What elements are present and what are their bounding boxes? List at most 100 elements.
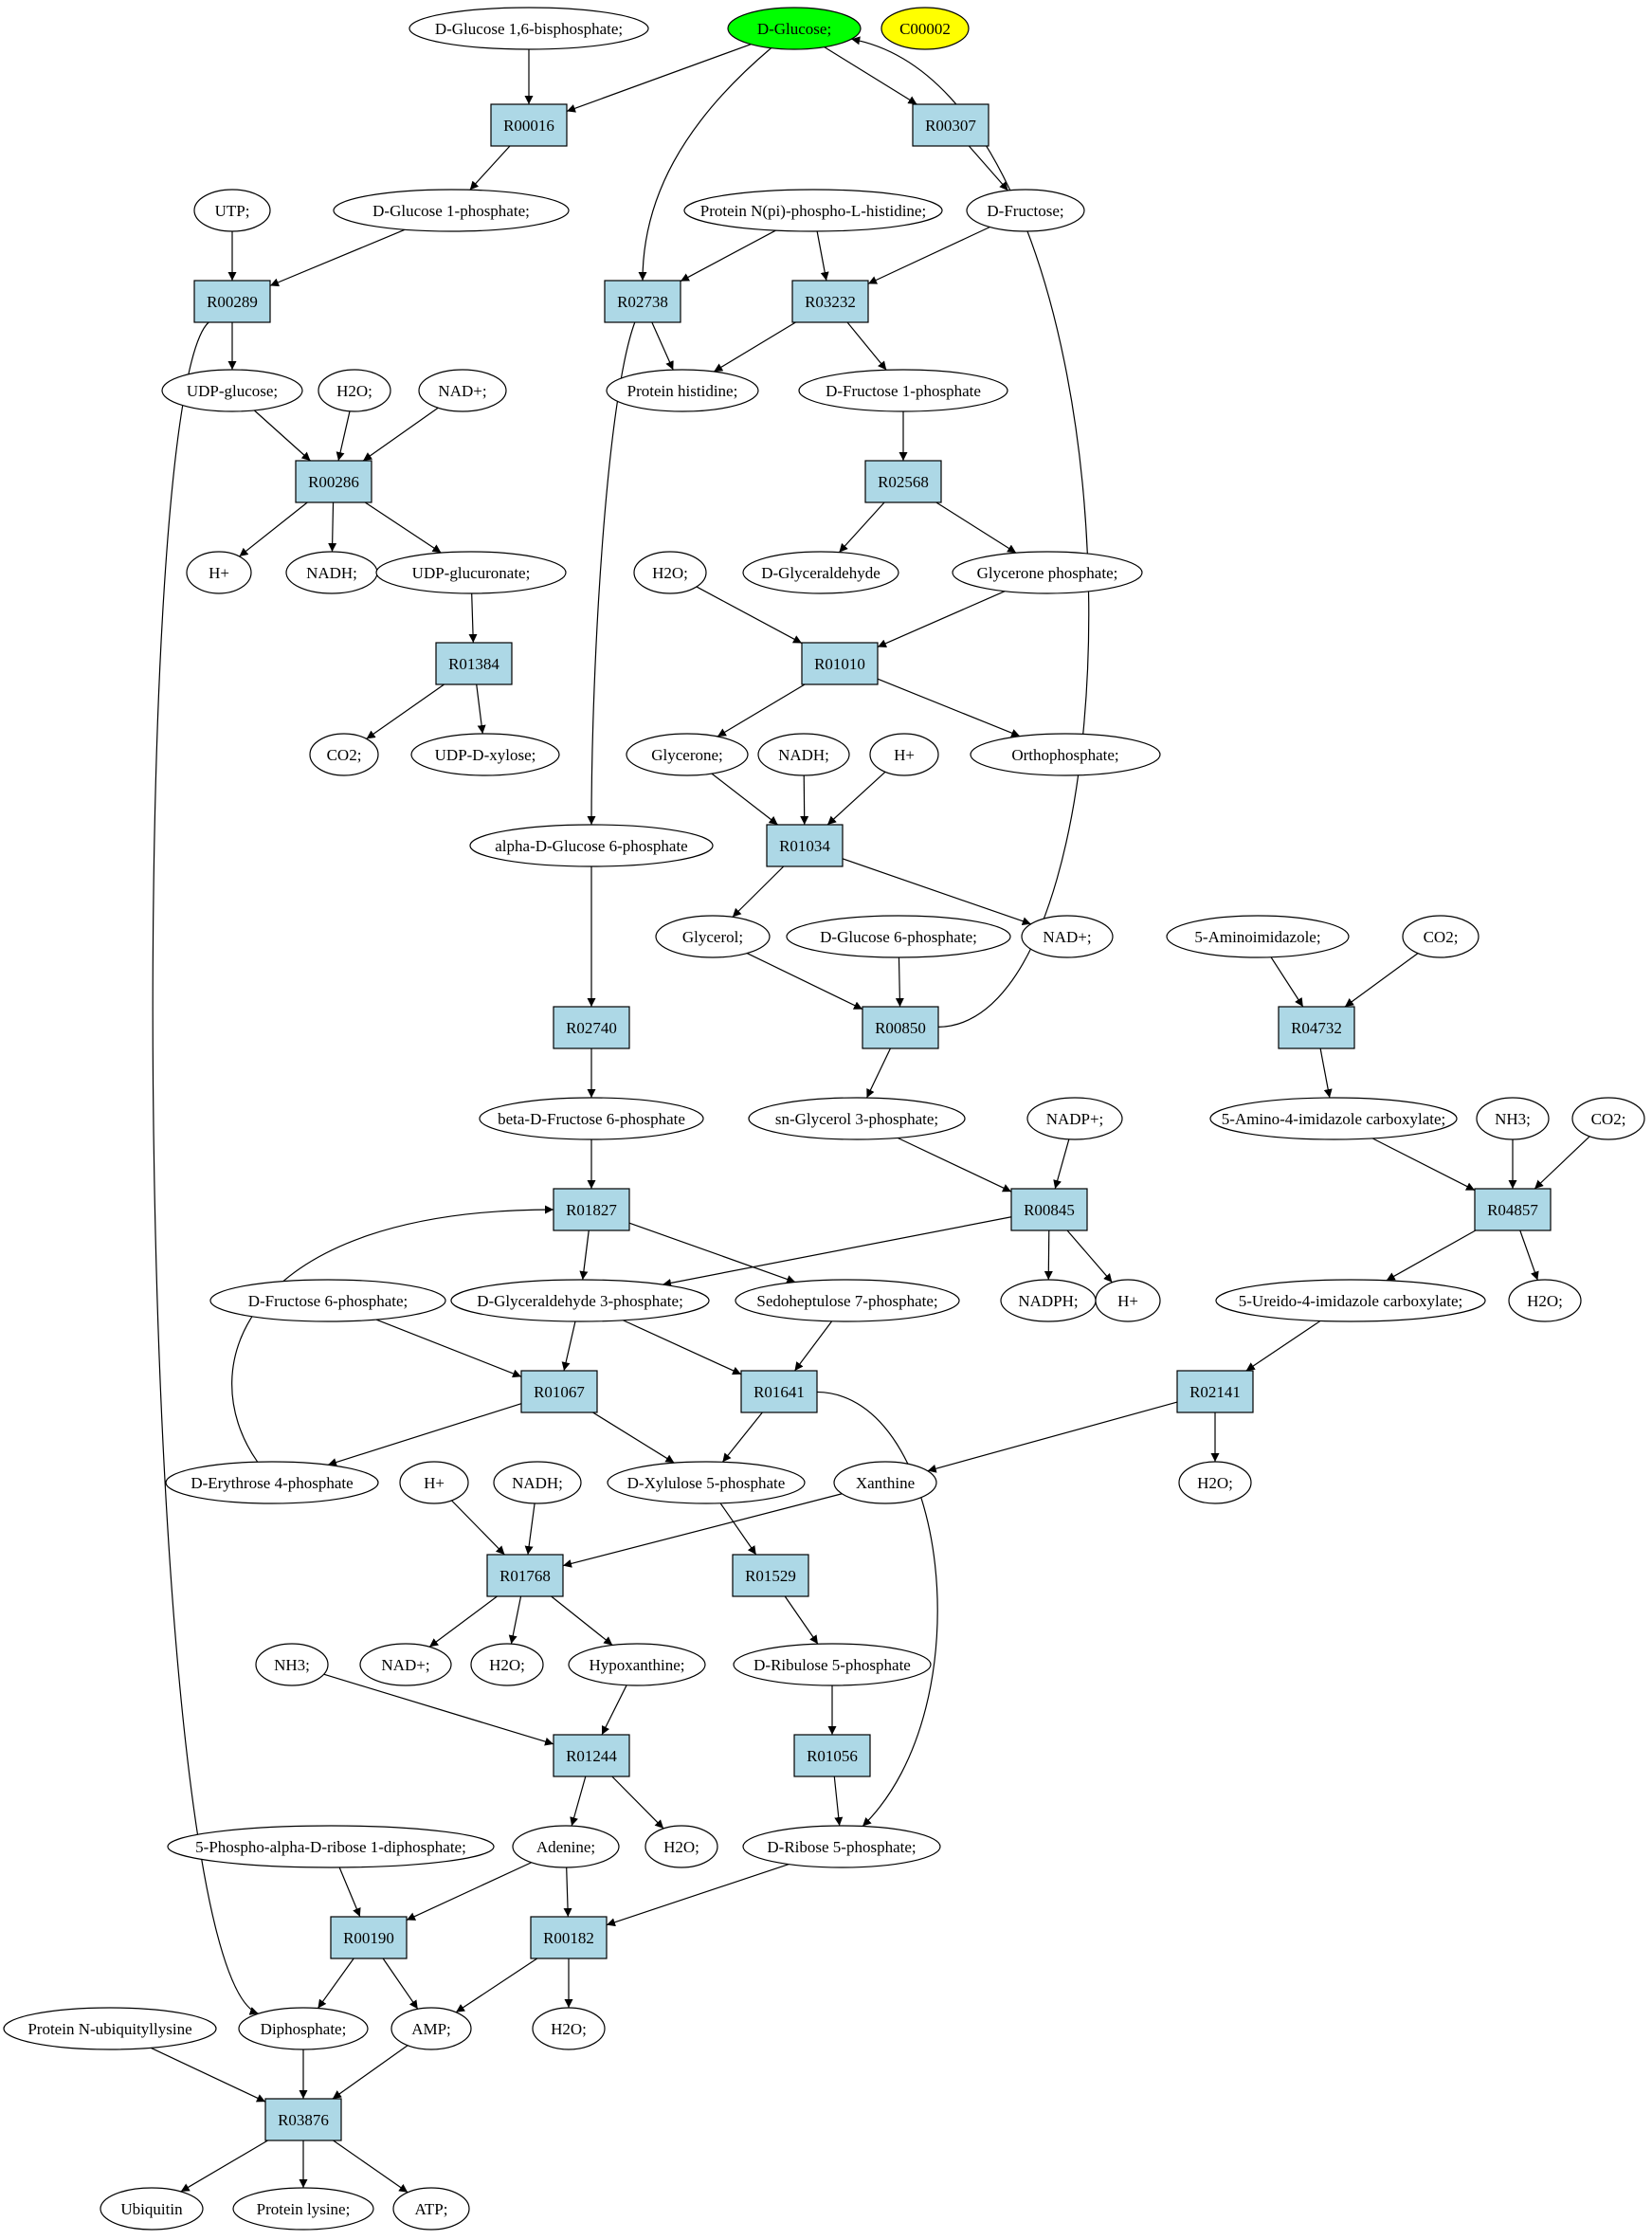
- reaction-node-r04732[interactable]: R04732: [1278, 1006, 1355, 1049]
- reaction-node-r02141[interactable]: R02141: [1176, 1370, 1254, 1413]
- compound-node-glc16bp[interactable]: D-Glucose 1,6-bisphosphate;: [408, 7, 649, 50]
- compound-node-nh3_b[interactable]: NH3;: [255, 1643, 329, 1686]
- compound-node-h2o_e[interactable]: H2O;: [470, 1643, 544, 1686]
- compound-node-adenine[interactable]: Adenine;: [512, 1825, 620, 1868]
- compound-node-udpglc[interactable]: UDP-glucose;: [161, 369, 303, 412]
- compound-node-glc1p[interactable]: D-Glucose 1-phosphate;: [333, 189, 570, 232]
- node-label: R01056: [807, 1747, 858, 1765]
- node-label: UDP-glucuronate;: [412, 564, 531, 582]
- compound-node-udpxyl[interactable]: UDP-D-xylose;: [410, 733, 560, 776]
- reaction-node-r01034[interactable]: R01034: [766, 824, 844, 867]
- compound-node-diphos[interactable]: Diphosphate;: [238, 2007, 369, 2050]
- compound-node-nadp[interactable]: NADP+;: [1026, 1097, 1123, 1140]
- compound-node-nad_c[interactable]: NAD+;: [359, 1643, 452, 1686]
- compound-node-nadph[interactable]: NADPH;: [1000, 1279, 1097, 1322]
- compound-node-nadh_a[interactable]: NADH;: [285, 551, 378, 594]
- compound-node-glyp[interactable]: Glycerone phosphate;: [952, 551, 1143, 594]
- reaction-node-r02568[interactable]: R02568: [864, 460, 942, 503]
- compound-node-fru6p[interactable]: D-Fructose 6-phosphate;: [209, 1279, 446, 1322]
- compound-node-amp[interactable]: AMP;: [390, 2007, 472, 2050]
- reaction-node-r01056[interactable]: R01056: [793, 1734, 871, 1777]
- compound-node-h2o_b[interactable]: H2O;: [633, 551, 707, 594]
- compound-node-r5p[interactable]: D-Ribose 5-phosphate;: [742, 1825, 941, 1868]
- compound-node-ga3p[interactable]: D-Glyceraldehyde 3-phosphate;: [450, 1279, 710, 1322]
- compound-node-h2o_d[interactable]: H2O;: [1178, 1461, 1252, 1504]
- compound-node-glc6p[interactable]: D-Glucose 6-phosphate;: [786, 915, 1011, 958]
- reaction-node-r04857[interactable]: R04857: [1474, 1188, 1552, 1231]
- reaction-box: [330, 1916, 408, 1959]
- compound-node-ru5p[interactable]: D-Ribulose 5-phosphate: [733, 1643, 932, 1686]
- reaction-node-r01244[interactable]: R01244: [553, 1734, 630, 1777]
- compound-node-udpglcur[interactable]: UDP-glucuronate;: [375, 551, 567, 594]
- compound-node-glycerol[interactable]: Glycerol;: [655, 915, 771, 958]
- compound-node-protlys[interactable]: Protein lysine;: [232, 2187, 374, 2231]
- compound-node-dfructose[interactable]: D-Fructose;: [966, 189, 1085, 232]
- reaction-node-r00190[interactable]: R00190: [330, 1916, 408, 1959]
- reaction-node-r01827[interactable]: R01827: [553, 1188, 630, 1231]
- compound-ellipse: [232, 2187, 374, 2231]
- compound-node-e4p[interactable]: D-Erythrose 4-phosphate: [165, 1461, 379, 1504]
- compound-node-atp[interactable]: ATP;: [392, 2187, 470, 2231]
- compound-node-nadh_b[interactable]: NADH;: [757, 733, 850, 776]
- compound-node-h2o_a[interactable]: H2O;: [318, 369, 391, 412]
- reaction-node-r01067[interactable]: R01067: [520, 1370, 598, 1413]
- compound-node-h2o_g[interactable]: H2O;: [532, 2007, 606, 2050]
- compound-node-prothis[interactable]: Protein histidine;: [606, 369, 759, 412]
- reaction-node-r00182[interactable]: R00182: [530, 1916, 608, 1959]
- node-label: ATP;: [415, 2200, 448, 2218]
- reaction-node-r00845[interactable]: R00845: [1010, 1188, 1088, 1231]
- reaction-node-r02738[interactable]: R02738: [604, 280, 681, 323]
- edge-nad_a-to-r00286: [362, 407, 439, 462]
- compound-node-uica[interactable]: 5-Ureido-4-imidazole carboxylate;: [1215, 1279, 1486, 1322]
- compound-node-glycerone[interactable]: Glycerone;: [626, 733, 749, 776]
- reaction-node-r02740[interactable]: R02740: [553, 1006, 630, 1049]
- compound-node-co2_c[interactable]: CO2;: [1571, 1097, 1645, 1140]
- compound-node-bfru6p[interactable]: beta-D-Fructose 6-phosphate: [479, 1097, 704, 1140]
- compound-node-co2_a[interactable]: CO2;: [309, 733, 379, 776]
- reaction-node-r00850[interactable]: R00850: [862, 1006, 939, 1049]
- reaction-node-r03876[interactable]: R03876: [264, 2098, 342, 2141]
- compound-node-nh3_a[interactable]: NH3;: [1476, 1097, 1550, 1140]
- reaction-node-r03232[interactable]: R03232: [791, 280, 869, 323]
- compound-node-hplus_c[interactable]: H+: [1095, 1279, 1161, 1322]
- compound-node-protubi[interactable]: Protein N-ubiquityllysine: [3, 2007, 217, 2050]
- reaction-node-r01010[interactable]: R01010: [801, 642, 879, 685]
- reaction-box: [912, 103, 989, 147]
- compound-node-aglc6p[interactable]: alpha-D-Glucose 6-phosphate: [469, 824, 714, 867]
- reaction-node-r01384[interactable]: R01384: [435, 642, 513, 685]
- compound-node-protnpi[interactable]: Protein N(pi)-phospho-L-histidine;: [683, 189, 943, 232]
- compound-node-snglyc3p[interactable]: sn-Glycerol 3-phosphate;: [748, 1097, 966, 1140]
- compound-node-hplus_d[interactable]: H+: [399, 1461, 469, 1504]
- compound-node-prpp[interactable]: 5-Phospho-alpha-D-ribose 1-diphosphate;: [167, 1825, 495, 1868]
- compound-node-s7p[interactable]: Sedoheptulose 7-phosphate;: [735, 1279, 960, 1322]
- compound-node-orthop[interactable]: Orthophosphate;: [970, 733, 1161, 776]
- reaction-node-r01529[interactable]: R01529: [732, 1554, 809, 1597]
- reaction-node-r00289[interactable]: R00289: [193, 280, 271, 323]
- compound-node-xanthine[interactable]: Xanthine: [833, 1461, 937, 1504]
- compound-node-dglucose[interactable]: D-Glucose;: [727, 7, 862, 50]
- reaction-node-r01768[interactable]: R01768: [486, 1554, 564, 1597]
- compound-node-h2o_c[interactable]: H2O;: [1508, 1279, 1582, 1322]
- compound-node-aminoimid[interactable]: 5-Aminoimidazole;: [1166, 915, 1350, 958]
- compound-node-hypox[interactable]: Hypoxanthine;: [568, 1643, 706, 1686]
- compound-node-fru1p[interactable]: D-Fructose 1-phosphate: [798, 369, 1008, 412]
- reaction-node-r00286[interactable]: R00286: [295, 460, 372, 503]
- reaction-node-r00307[interactable]: R00307: [912, 103, 989, 147]
- compound-node-ubiquitin[interactable]: Ubiquitin: [100, 2187, 204, 2231]
- compound-node-nad_a[interactable]: NAD+;: [418, 369, 507, 412]
- compound-node-utp[interactable]: UTP;: [193, 189, 271, 232]
- reaction-node-r00016[interactable]: R00016: [490, 103, 568, 147]
- compound-node-hplus_a[interactable]: H+: [186, 551, 252, 594]
- node-label: NAD+;: [438, 382, 486, 400]
- compound-node-nadh_c[interactable]: NADH;: [493, 1461, 582, 1504]
- edge-nadh_c-to-r01768: [524, 1502, 536, 1556]
- compound-node-co2_b[interactable]: CO2;: [1402, 915, 1480, 958]
- reaction-node-r01641[interactable]: R01641: [740, 1370, 818, 1413]
- compound-node-dglyald[interactable]: D-Glyceraldehyde: [742, 551, 899, 594]
- compound-node-xu5p[interactable]: D-Xylulose 5-phosphate: [607, 1461, 806, 1504]
- compound-node-hplus_b[interactable]: H+: [869, 733, 939, 776]
- compound-node-h2o_f[interactable]: H2O;: [644, 1825, 718, 1868]
- compound-node-aica[interactable]: 5-Amino-4-imidazole carboxylate;: [1209, 1097, 1458, 1140]
- compound-node-c00002[interactable]: C00002: [880, 7, 970, 50]
- compound-node-nad_b[interactable]: NAD+;: [1021, 915, 1114, 958]
